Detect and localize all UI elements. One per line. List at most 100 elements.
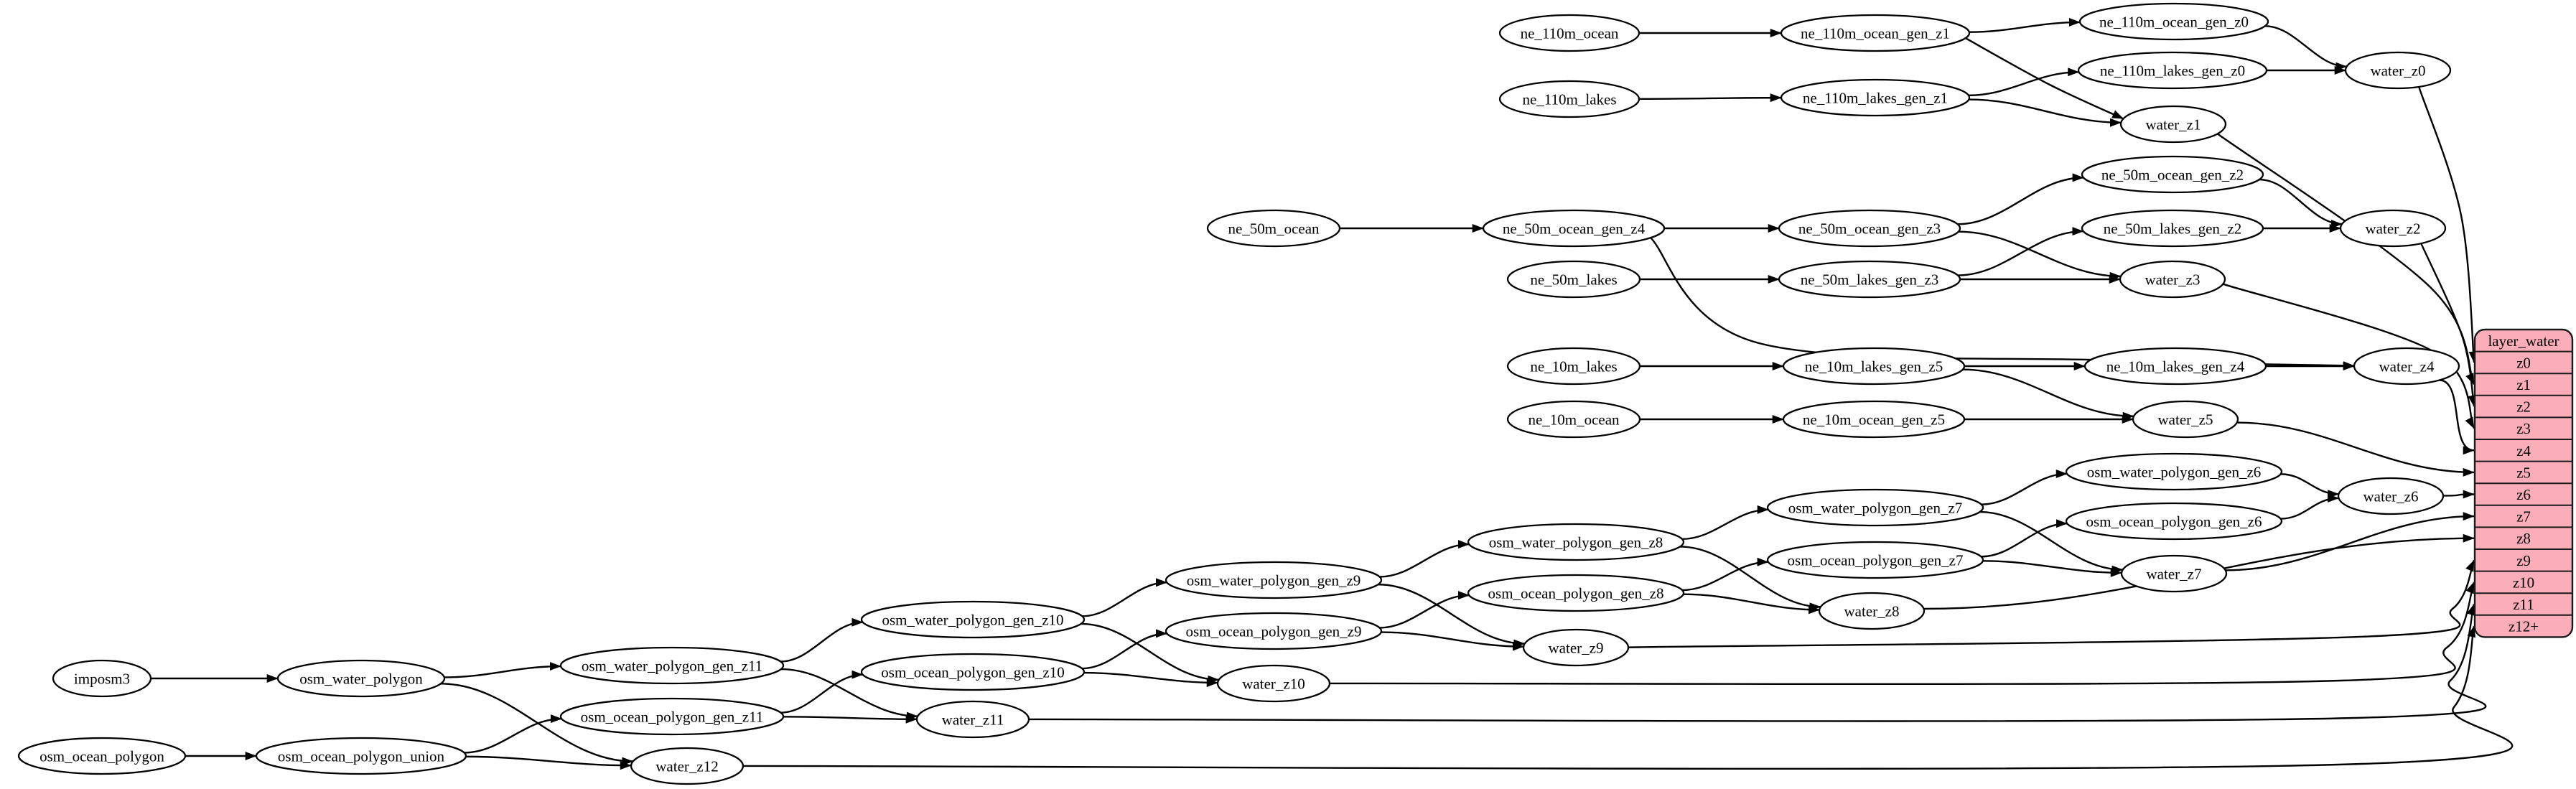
node-water_z4: water_z4 xyxy=(2353,347,2460,386)
node-ellipse-ne_10m_lakes_gen_z5 xyxy=(1782,347,1966,386)
node-label-imposm3: imposm3 xyxy=(74,671,130,688)
node-label-water_z10: water_z10 xyxy=(1242,676,1305,693)
table-row-z0: z0 xyxy=(2475,350,2572,371)
table-row-z8: z8 xyxy=(2475,526,2572,547)
node-ellipse-osm_ocean_polygon_gen_z6 xyxy=(2065,502,2283,541)
node-ellipse-water_z4 xyxy=(2353,347,2460,386)
node-ellipse-ne_110m_lakes_gen_z0 xyxy=(2077,51,2268,90)
node-label-osm_ocean_polygon_gen_z11: osm_ocean_polygon_gen_z11 xyxy=(581,709,764,726)
node-label-water_z4: water_z4 xyxy=(2379,358,2435,375)
node-label-osm_ocean_polygon_gen_z9: osm_ocean_polygon_gen_z9 xyxy=(1186,623,1362,640)
edge-ne_110m_lakes_gen_z1-to-ne_110m_lakes_gen_z0 xyxy=(1968,67,2080,97)
node-label-ne_110m_ocean_gen_z1: ne_110m_ocean_gen_z1 xyxy=(1801,25,1950,42)
node-ellipse-ne_50m_lakes_gen_z2 xyxy=(2081,209,2264,248)
node-ne_50m_lakes: ne_50m_lakes xyxy=(1506,260,1641,299)
edge-osm_water_polygon_gen_z9-to-water_z9 xyxy=(1378,583,1526,648)
node-ellipse-osm_ocean_polygon_gen_z10 xyxy=(860,653,1086,691)
node-ellipse-imposm3 xyxy=(52,659,152,698)
node-ne_110m_lakes_gen_z0: ne_110m_lakes_gen_z0 xyxy=(2077,51,2268,90)
node-ellipse-osm_ocean_polygon_gen_z7 xyxy=(1766,541,1984,579)
node-osm_water_polygon_gen_z10: osm_water_polygon_gen_z10 xyxy=(860,600,1086,639)
edge-water_z7-to-layer_water-z7 xyxy=(2225,512,2475,571)
edge-osm_ocean_polygon_gen_z7-to-water_z7 xyxy=(1982,560,2122,577)
node-ne_50m_ocean: ne_50m_ocean xyxy=(1206,209,1341,248)
node-label-ne_50m_ocean_gen_z3: ne_50m_ocean_gen_z3 xyxy=(1798,220,1941,238)
node-label-osm_water_polygon_gen_z11: osm_water_polygon_gen_z11 xyxy=(582,658,762,675)
edge-water_z11-to-layer_water-z11 xyxy=(1028,603,2487,722)
table-row-label-z9: z9 xyxy=(2516,552,2531,569)
edge-osm_water_polygon-to-osm_water_polygon_gen_z11 xyxy=(444,662,561,678)
node-ellipse-water_z8 xyxy=(1818,592,1926,630)
node-label-water_z1: water_z1 xyxy=(2146,116,2201,134)
table-row-label-z10: z10 xyxy=(2513,574,2534,591)
node-ellipse-osm_ocean_polygon xyxy=(17,737,187,775)
node-ellipse-ne_10m_ocean xyxy=(1506,400,1641,439)
edge-osm_ocean_polygon_gen_z8-to-osm_ocean_polygon_gen_z7 xyxy=(1682,557,1769,592)
edge-water_z10-to-layer_water-z10 xyxy=(1329,582,2475,686)
node-label-osm_water_polygon_gen_z8: osm_water_polygon_gen_z8 xyxy=(1489,534,1663,551)
table-row-z5: z5 xyxy=(2475,460,2572,481)
table-row-label-z0: z0 xyxy=(2516,354,2531,371)
table-row-label-z4: z4 xyxy=(2516,442,2531,459)
node-imposm3: imposm3 xyxy=(52,659,152,698)
node-label-osm_ocean_polygon_gen_z10: osm_ocean_polygon_gen_z10 xyxy=(881,664,1064,681)
node-label-ne_50m_lakes_gen_z3: ne_50m_lakes_gen_z3 xyxy=(1801,271,1938,289)
node-ellipse-ne_10m_ocean_gen_z5 xyxy=(1782,400,1966,439)
node-ne_110m_ocean_gen_z0: ne_110m_ocean_gen_z0 xyxy=(2078,2,2269,41)
node-osm_ocean_polygon_gen_z11: osm_ocean_polygon_gen_z11 xyxy=(559,697,785,736)
edge-ne_110m_lakes_gen_z1-to-water_z1 xyxy=(1969,98,2122,127)
node-water_z12: water_z12 xyxy=(630,747,745,785)
node-label-water_z2: water_z2 xyxy=(2366,220,2421,238)
node-label-water_z3: water_z3 xyxy=(2145,271,2201,289)
node-ne_110m_lakes_gen_z1: ne_110m_lakes_gen_z1 xyxy=(1780,78,1971,117)
node-ne_50m_ocean_gen_z2: ne_50m_ocean_gen_z2 xyxy=(2081,155,2264,194)
edge-ne_10m_lakes_gen_z5-to-water_z5 xyxy=(1962,368,2134,421)
nodes-layer: imposm3 osm_water_polygon osm_ocean_polygo… xyxy=(17,2,2460,785)
node-label-ne_10m_ocean: ne_10m_ocean xyxy=(1528,411,1620,429)
table-row-z2: z2 xyxy=(2475,394,2572,416)
node-ne_110m_ocean_gen_z1: ne_110m_ocean_gen_z1 xyxy=(1780,14,1971,52)
node-ellipse-water_z9 xyxy=(1522,628,1630,667)
node-ellipse-osm_ocean_polygon_union xyxy=(255,737,467,775)
node-label-ne_110m_lakes_gen_z0: ne_110m_lakes_gen_z0 xyxy=(2100,62,2245,80)
edge-water_z4-to-layer_water-z4 xyxy=(2439,379,2475,455)
node-ellipse-ne_110m_ocean_gen_z1 xyxy=(1780,14,1971,52)
node-ellipse-ne_50m_lakes xyxy=(1506,260,1641,299)
edge-ne_50m_ocean_gen_z3-to-ne_50m_ocean_gen_z2 xyxy=(1957,173,2084,225)
edge-water_z0-to-layer_water-z0 xyxy=(2418,86,2478,363)
node-label-ne_110m_ocean: ne_110m_ocean xyxy=(1521,25,1619,42)
node-ellipse-ne_50m_lakes_gen_z3 xyxy=(1778,260,1961,299)
node-ne_110m_lakes: ne_110m_lakes xyxy=(1498,80,1641,118)
table-row-z6: z6 xyxy=(2475,482,2572,503)
node-label-ne_50m_lakes: ne_50m_lakes xyxy=(1530,271,1617,289)
node-water_z5: water_z5 xyxy=(2132,400,2239,439)
node-ellipse-ne_110m_lakes_gen_z1 xyxy=(1780,78,1971,117)
node-label-osm_water_polygon_gen_z9: osm_water_polygon_gen_z9 xyxy=(1187,572,1361,589)
edge-water_z6-to-layer_water-z6 xyxy=(2442,490,2475,499)
node-water_z2: water_z2 xyxy=(2339,209,2447,248)
node-water_z6: water_z6 xyxy=(2337,477,2445,515)
node-water_z3: water_z3 xyxy=(2119,260,2226,299)
node-osm_water_polygon_gen_z11: osm_water_polygon_gen_z11 xyxy=(559,646,785,685)
node-osm_water_polygon: osm_water_polygon xyxy=(276,659,446,698)
node-ellipse-water_z1 xyxy=(2119,105,2227,144)
node-ellipse-ne_110m_lakes xyxy=(1498,80,1641,118)
node-ellipse-ne_10m_lakes_gen_z4 xyxy=(2083,347,2267,386)
node-ellipse-ne_50m_ocean_gen_z2 xyxy=(2081,155,2264,194)
edge-osm_ocean_polygon_gen_z6-to-water_z6 xyxy=(2280,493,2340,520)
node-osm_ocean_polygon_gen_z6: osm_ocean_polygon_gen_z6 xyxy=(2065,502,2283,541)
node-osm_ocean_polygon_gen_z8: osm_ocean_polygon_gen_z8 xyxy=(1467,574,1685,612)
node-label-osm_water_polygon_gen_z10: osm_water_polygon_gen_z10 xyxy=(882,612,1063,629)
node-label-water_z0: water_z0 xyxy=(2371,62,2426,80)
node-label-ne_50m_ocean_gen_z2: ne_50m_ocean_gen_z2 xyxy=(2101,167,2244,184)
edge-osm_water_polygon_gen_z9-to-osm_water_polygon_gen_z8 xyxy=(1379,540,1470,578)
node-ellipse-water_z12 xyxy=(630,747,745,785)
edge-osm_water_polygon_gen_z10-to-water_z10 xyxy=(1081,622,1220,684)
node-water_z8: water_z8 xyxy=(1818,592,1926,630)
node-osm_ocean_polygon_gen_z10: osm_ocean_polygon_gen_z10 xyxy=(860,653,1086,691)
edge-osm_water_polygon_gen_z11-to-osm_water_polygon_gen_z10 xyxy=(780,617,864,663)
node-label-water_z5: water_z5 xyxy=(2158,411,2213,429)
node-water_z1: water_z1 xyxy=(2119,105,2227,144)
node-ellipse-osm_water_polygon_gen_z6 xyxy=(2065,452,2283,491)
